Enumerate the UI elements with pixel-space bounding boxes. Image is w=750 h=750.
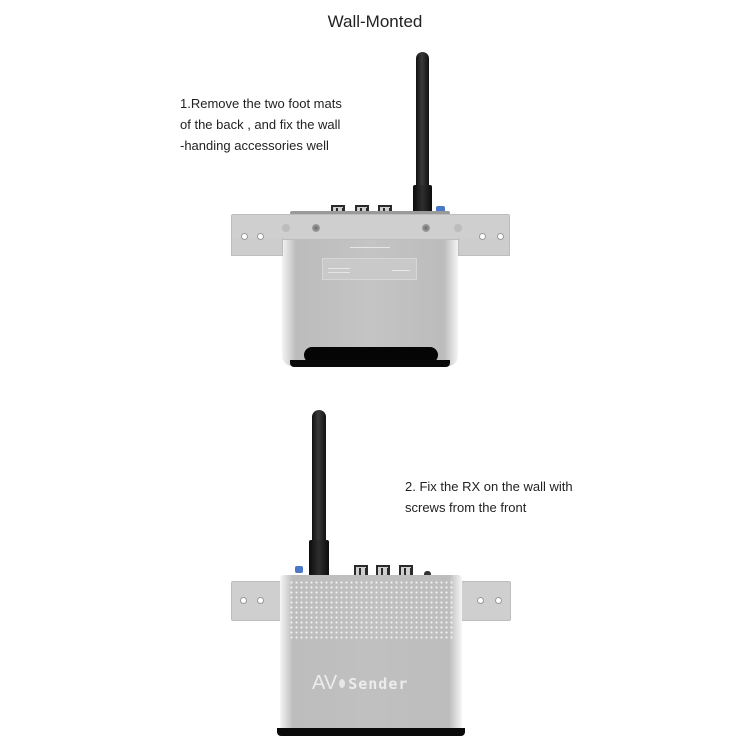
rca-connector-icon [399,565,413,577]
rear-label [322,258,417,280]
step-1-line: of the back , and fix the wall [180,117,341,132]
screw-icon [282,224,290,232]
rear-label-line [328,268,350,269]
mount-hole-icon [257,597,264,604]
device-top-edge [290,211,450,215]
av-sender-logo: AV Sender [312,672,408,695]
logo-dot-icon [339,679,346,688]
mount-hole-icon [257,233,264,240]
wall-bracket-tab-left [231,238,283,256]
logo-sender: Sender [348,675,409,693]
step-1-instructions: 1.Remove the two foot mats of the back ,… [180,93,342,156]
power-jack-icon [424,571,431,577]
mount-hole-icon [497,233,504,240]
page-title: Wall-Monted [327,12,423,31]
screw-icon [312,224,320,232]
ce-mark [392,270,410,271]
device-base [290,360,450,367]
mount-hole-icon [495,597,502,604]
wall-bracket-right [461,581,511,621]
antenna-icon [312,410,326,560]
device-body-rear [282,230,458,366]
foot-mat-slot [304,347,438,363]
rear-label-line [350,247,390,248]
rca-connector-icon [376,565,390,577]
antenna-base [413,185,432,217]
rear-label-line [328,272,350,273]
logo-av: AV [312,672,338,694]
antenna-base [309,540,329,577]
step-2-line: screws from the front [405,500,527,515]
step-2-instructions: 2. Fix the RX on the wall with screws fr… [405,476,573,518]
screw-icon [454,224,462,232]
wall-bracket-tab-right [458,238,510,256]
step-2-line: 2. Fix the RX on the wall with [405,479,573,494]
wall-bracket [231,214,510,240]
channel-switch-icon [295,566,303,573]
rca-connector-icon [354,565,368,577]
step-1-line: -handing accessories well [180,138,329,153]
mount-hole-icon [241,233,248,240]
wall-bracket-left [231,581,281,621]
step-1-line: 1.Remove the two foot mats [180,96,342,111]
mount-hole-icon [479,233,486,240]
screw-icon [422,224,430,232]
speaker-grille [289,580,453,640]
device-base [277,728,465,736]
antenna-icon [416,52,429,202]
mount-hole-icon [477,597,484,604]
mount-hole-icon [240,597,247,604]
